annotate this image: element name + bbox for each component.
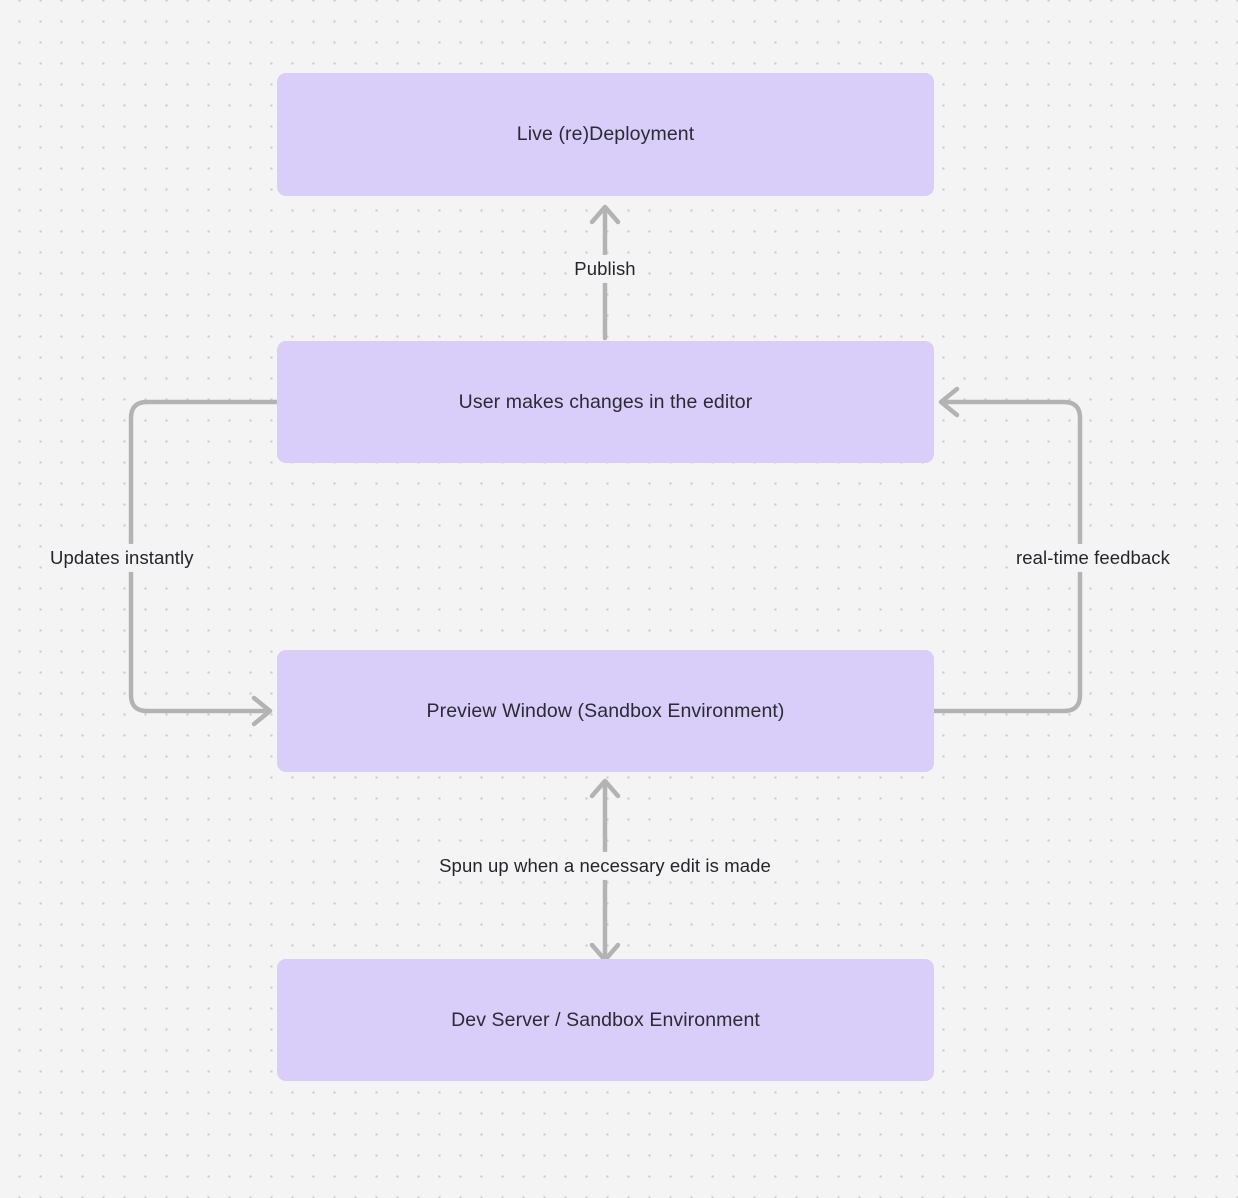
edge-label-real-time-feedback: real-time feedback xyxy=(1009,543,1177,573)
edge-label-updates-instantly: Updates instantly xyxy=(43,543,201,573)
edge-label-spun-up: Spun up when a necessary edit is made xyxy=(432,851,778,881)
node-user-edits-label: User makes changes in the editor xyxy=(458,390,753,413)
node-user-edits[interactable]: User makes changes in the editor xyxy=(277,341,934,463)
node-live-deployment[interactable]: Live (re)Deployment xyxy=(277,73,934,196)
node-preview-window[interactable]: Preview Window (Sandbox Environment) xyxy=(277,650,934,772)
node-preview-window-label: Preview Window (Sandbox Environment) xyxy=(426,699,785,722)
node-live-deployment-label: Live (re)Deployment xyxy=(516,123,695,146)
node-dev-server-label: Dev Server / Sandbox Environment xyxy=(451,1008,760,1031)
node-dev-server[interactable]: Dev Server / Sandbox Environment xyxy=(277,959,934,1081)
edge-label-publish: Publish xyxy=(567,254,643,284)
